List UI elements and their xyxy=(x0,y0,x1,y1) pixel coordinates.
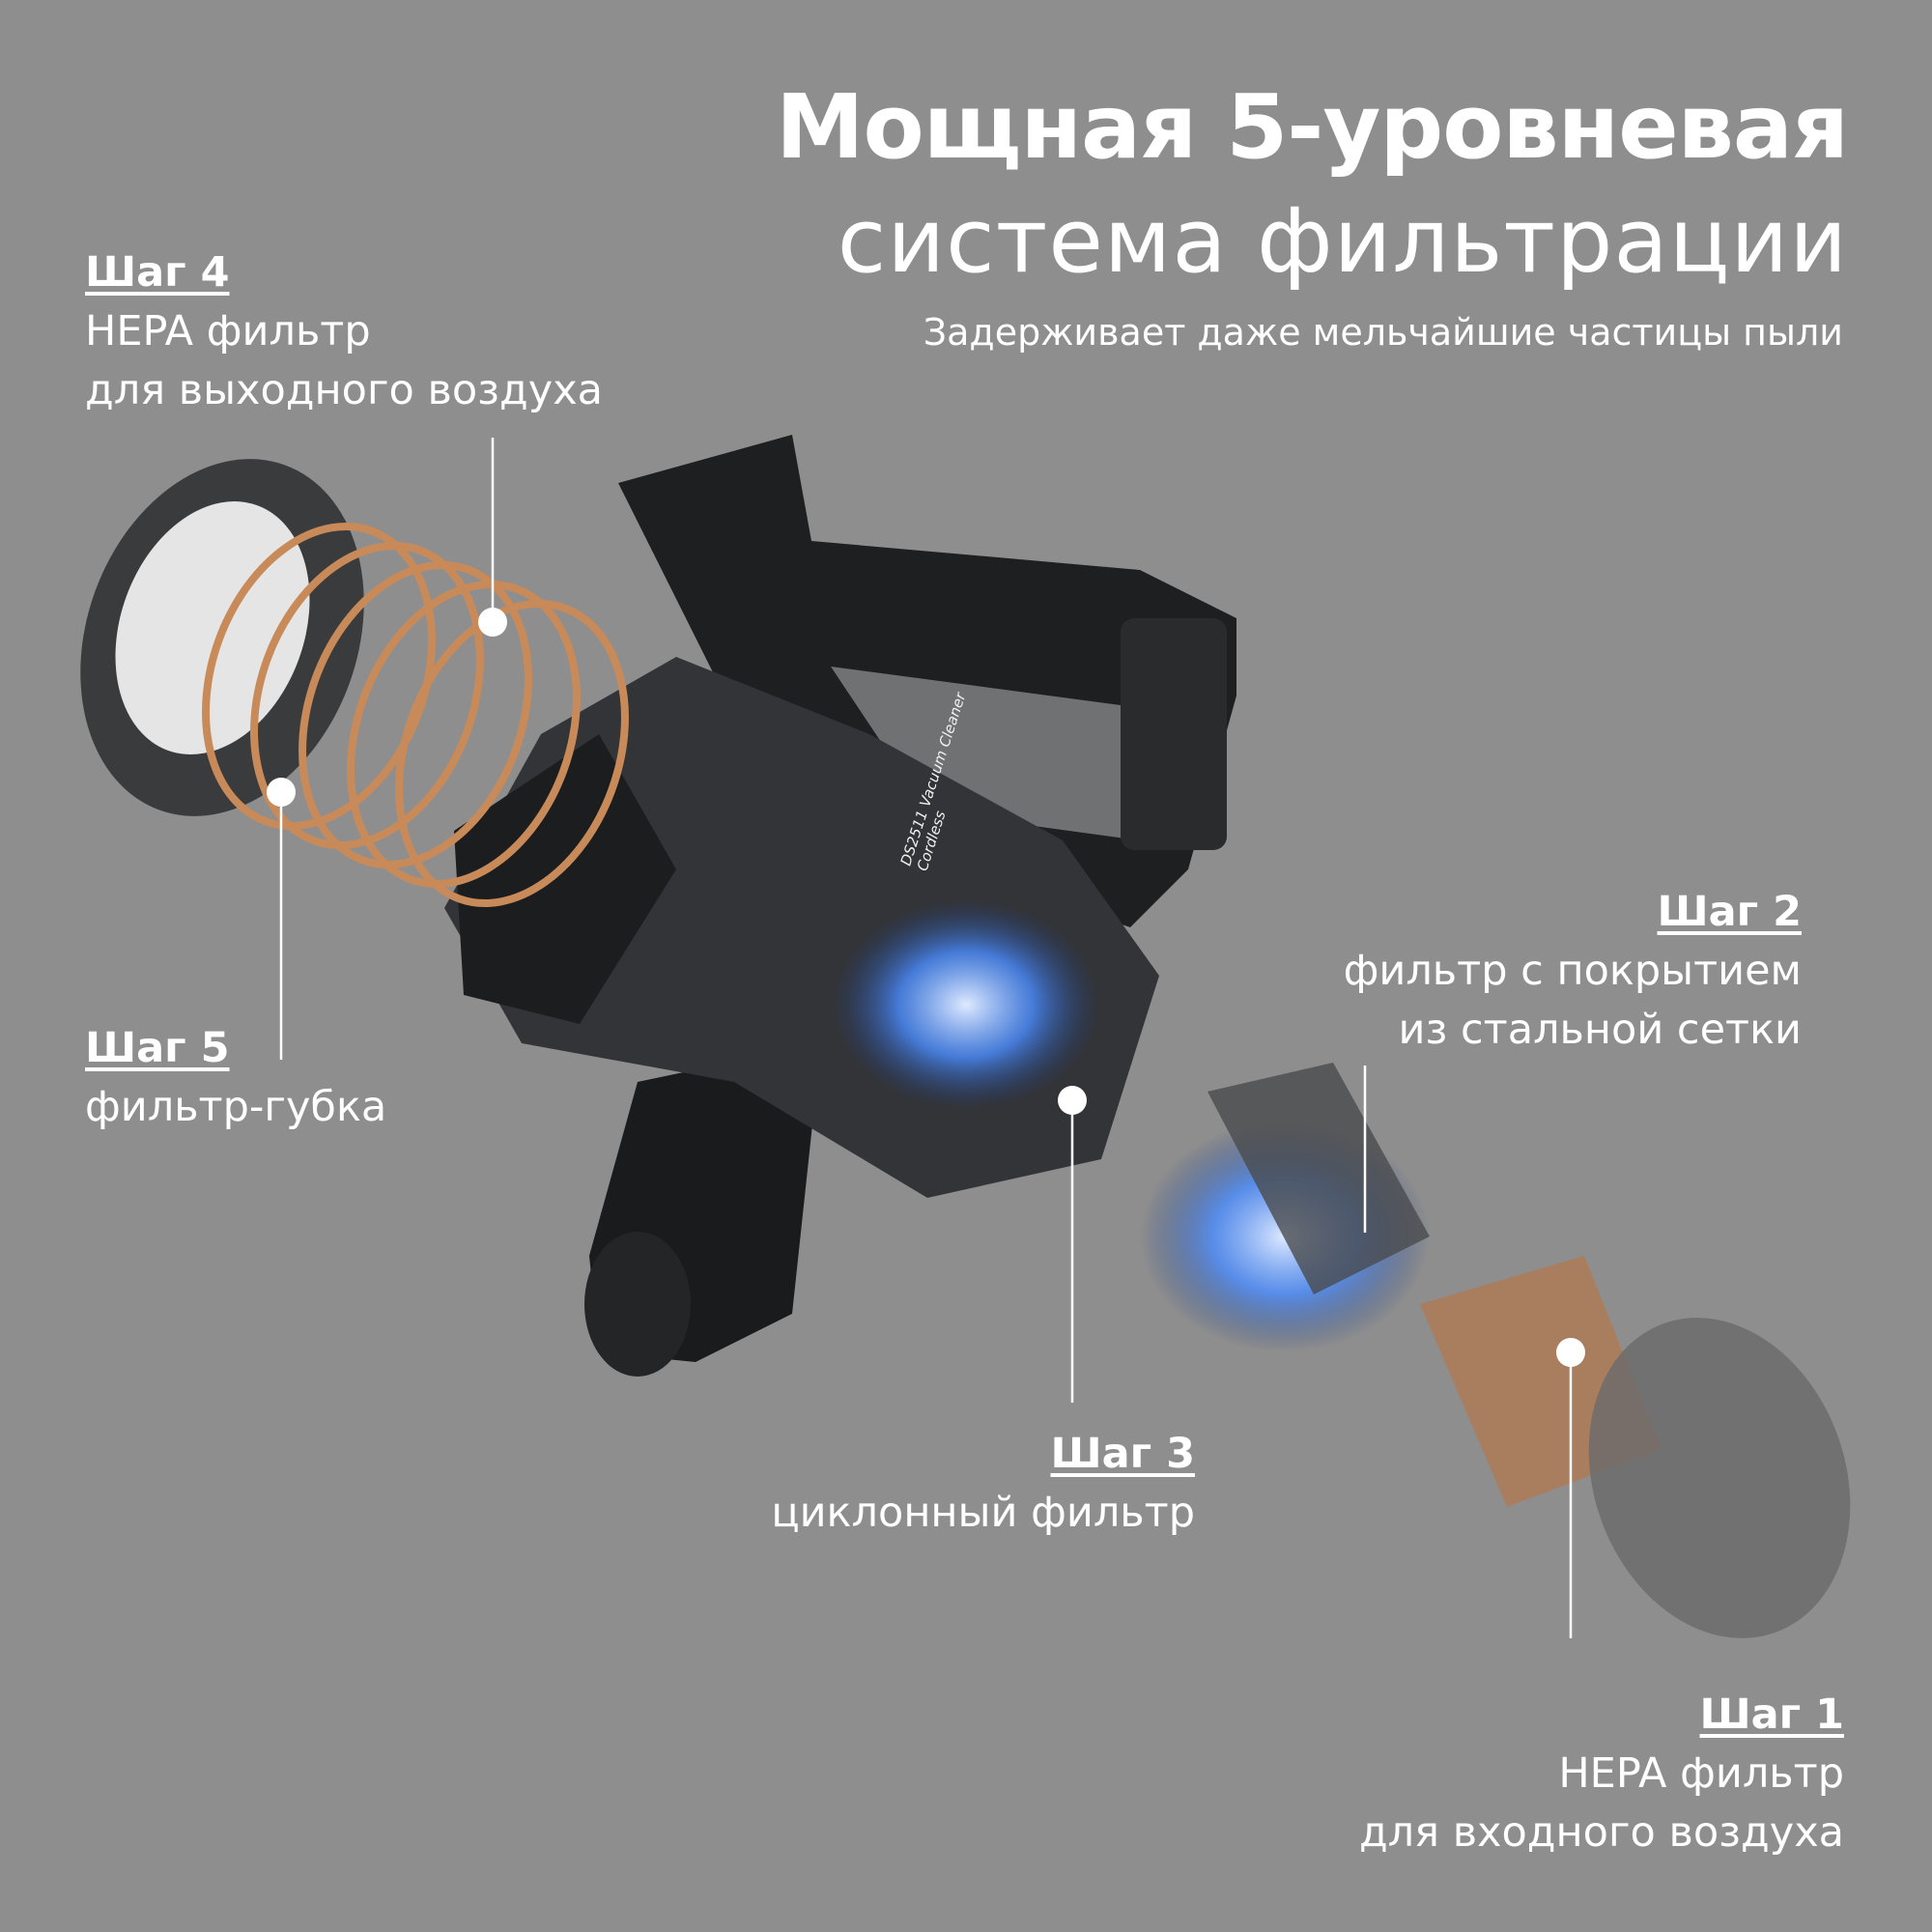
step1-line2: для входного воздуха xyxy=(1358,1808,1844,1857)
step5-label: Шаг 5 xyxy=(85,1024,230,1072)
step1-label: Шаг 1 xyxy=(1699,1690,1845,1739)
step4-label: Шаг 4 xyxy=(85,248,230,297)
step1-callout: Шаг 1 HEPA фильтр для входного воздуха xyxy=(1359,1686,1844,1862)
title-line1: Мощная 5-уровневая xyxy=(776,75,1849,179)
subtitle: Задерживает даже мельчайшие частицы пыли xyxy=(923,311,1843,354)
step2-line1: фильтр с покрытием xyxy=(1343,947,1802,995)
step1-line1: HEPA фильтр xyxy=(1558,1749,1844,1798)
step2-callout: Шаг 2 фильтр с покрытием из стальной сет… xyxy=(1344,883,1802,1060)
step4-callout: Шаг 4 HEPA фильтр для выходного воздуха xyxy=(85,243,603,420)
step4-line1: HEPA фильтр xyxy=(85,307,371,355)
step5-callout: Шаг 5 фильтр-губка xyxy=(85,1019,386,1137)
handle xyxy=(618,435,1236,927)
sponge-filter-copper-rings xyxy=(202,523,629,907)
step3-label: Шаг 3 xyxy=(1050,1430,1196,1478)
step3-callout: Шаг 3 циклонный фильтр xyxy=(771,1425,1195,1543)
hepa-inlet-filter xyxy=(1420,1256,1851,1638)
step4-line2: для выходного воздуха xyxy=(85,366,604,414)
cyclone-glow xyxy=(831,898,1101,1111)
leader-dots xyxy=(267,608,1585,1367)
mesh-filter xyxy=(1208,1063,1430,1294)
step2-label: Шаг 2 xyxy=(1657,888,1803,936)
title-line2: система фильтрации xyxy=(837,189,1848,293)
step3-line1: циклонный фильтр xyxy=(771,1489,1195,1537)
step2-line2: из стальной сетки xyxy=(1398,1006,1802,1054)
step5-line1: фильтр-губка xyxy=(85,1083,387,1131)
leader-lines xyxy=(279,438,1573,1638)
